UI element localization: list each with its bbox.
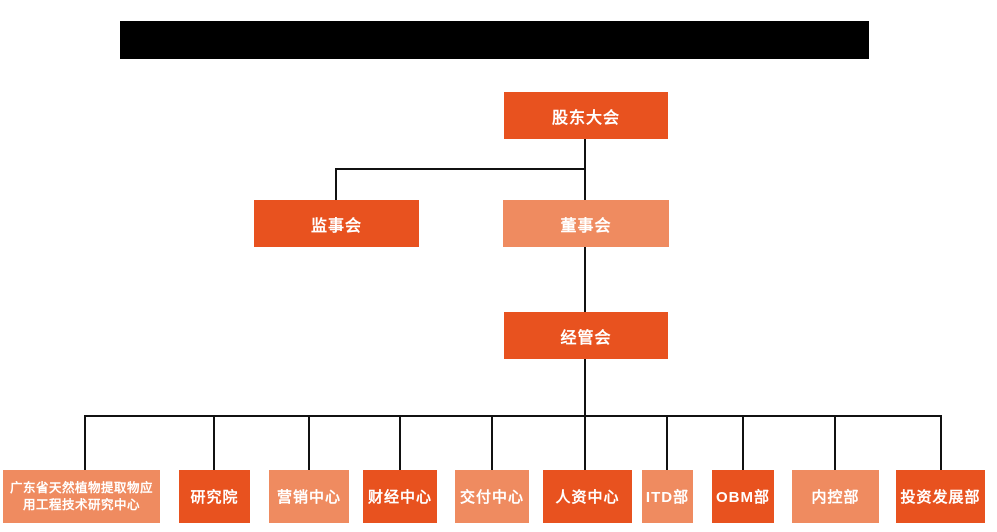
org-box-itd-department: ITD部	[642, 470, 693, 523]
org-box-finance-center: 财经中心	[363, 470, 437, 523]
connector-drop-6	[584, 415, 586, 470]
connector-drop-3	[308, 415, 310, 470]
connector-drop-10	[940, 415, 942, 470]
connector-drop-8	[742, 415, 744, 470]
org-box-research-center: 广东省天然植物提取物应用工程技术研究中心	[3, 470, 160, 523]
org-box-board-of-directors: 董事会	[503, 200, 669, 247]
org-box-research-institute: 研究院	[179, 470, 250, 523]
connector-drop-9	[834, 415, 836, 470]
connector-l1-drop	[584, 139, 586, 170]
org-box-internal-control-department: 内控部	[792, 470, 879, 523]
connector-management-drop	[584, 359, 586, 416]
org-box-hr-center: 人资中心	[543, 470, 632, 523]
org-box-delivery-center: 交付中心	[455, 470, 529, 523]
org-box-investment-development-department: 投资发展部	[896, 470, 985, 523]
org-box-supervisory-board: 监事会	[254, 200, 419, 247]
connector-bottom-horizontal	[84, 415, 942, 417]
org-box-obm-department: OBM部	[712, 470, 774, 523]
connector-drop-4	[399, 415, 401, 470]
org-box-shareholders-meeting: 股东大会	[504, 92, 668, 139]
connector-supervisory-drop	[335, 168, 337, 200]
redacted-title-bar	[120, 21, 869, 59]
connector-drop-2	[213, 415, 215, 470]
org-box-marketing-center: 营销中心	[269, 470, 349, 523]
connector-board-drop	[584, 168, 586, 200]
connector-drop-7	[666, 415, 668, 470]
org-box-management-committee: 经管会	[504, 312, 668, 359]
connector-board-to-management	[584, 247, 586, 312]
connector-drop-1	[84, 415, 86, 470]
connector-l2-horizontal	[335, 168, 586, 170]
connector-drop-5	[491, 415, 493, 470]
